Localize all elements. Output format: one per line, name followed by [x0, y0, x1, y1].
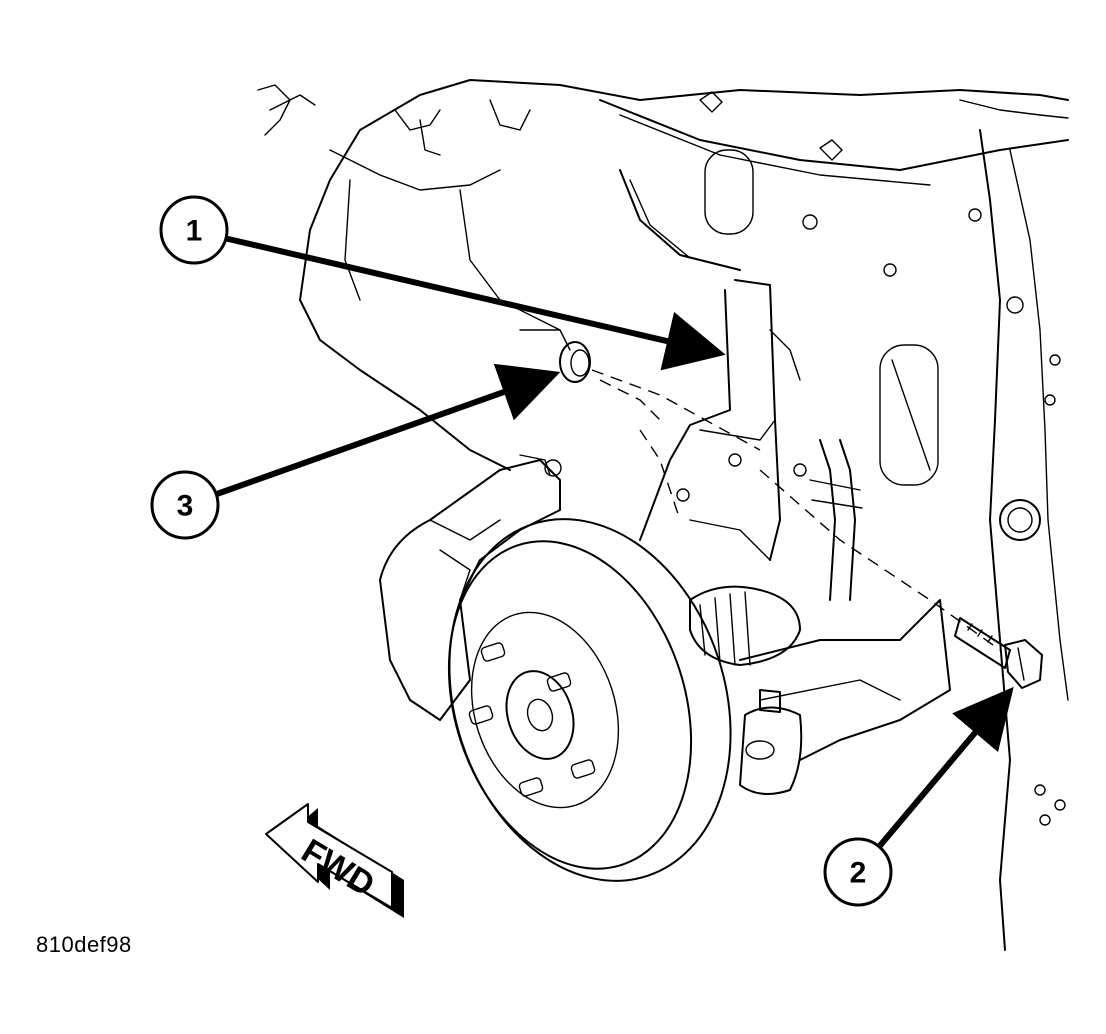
callout-3-leader	[212, 363, 561, 498]
fwd-direction-arrow: FWD	[265, 803, 404, 918]
callout-3: 3	[150, 363, 561, 540]
steering-knuckle-bracket	[639, 279, 951, 795]
callout-1: 1	[159, 195, 726, 371]
callout-1-circle	[159, 195, 229, 265]
vehicle-frame	[257, 79, 1069, 951]
bushing	[559, 341, 761, 451]
callout-3-circle	[150, 470, 220, 540]
callout-1-label: 1	[186, 215, 203, 248]
wheel-studs	[468, 642, 596, 797]
callout-2: 2	[823, 686, 1014, 907]
callout-2-circle	[823, 837, 893, 907]
bolt	[759, 469, 1043, 689]
brake-assembly	[379, 454, 732, 882]
callout-3-label: 3	[177, 490, 194, 523]
callout-2-leader	[875, 686, 1014, 850]
callout-1-leader	[223, 235, 726, 371]
figure-id: 810def98	[36, 932, 132, 957]
callout-2-label: 2	[850, 857, 867, 890]
